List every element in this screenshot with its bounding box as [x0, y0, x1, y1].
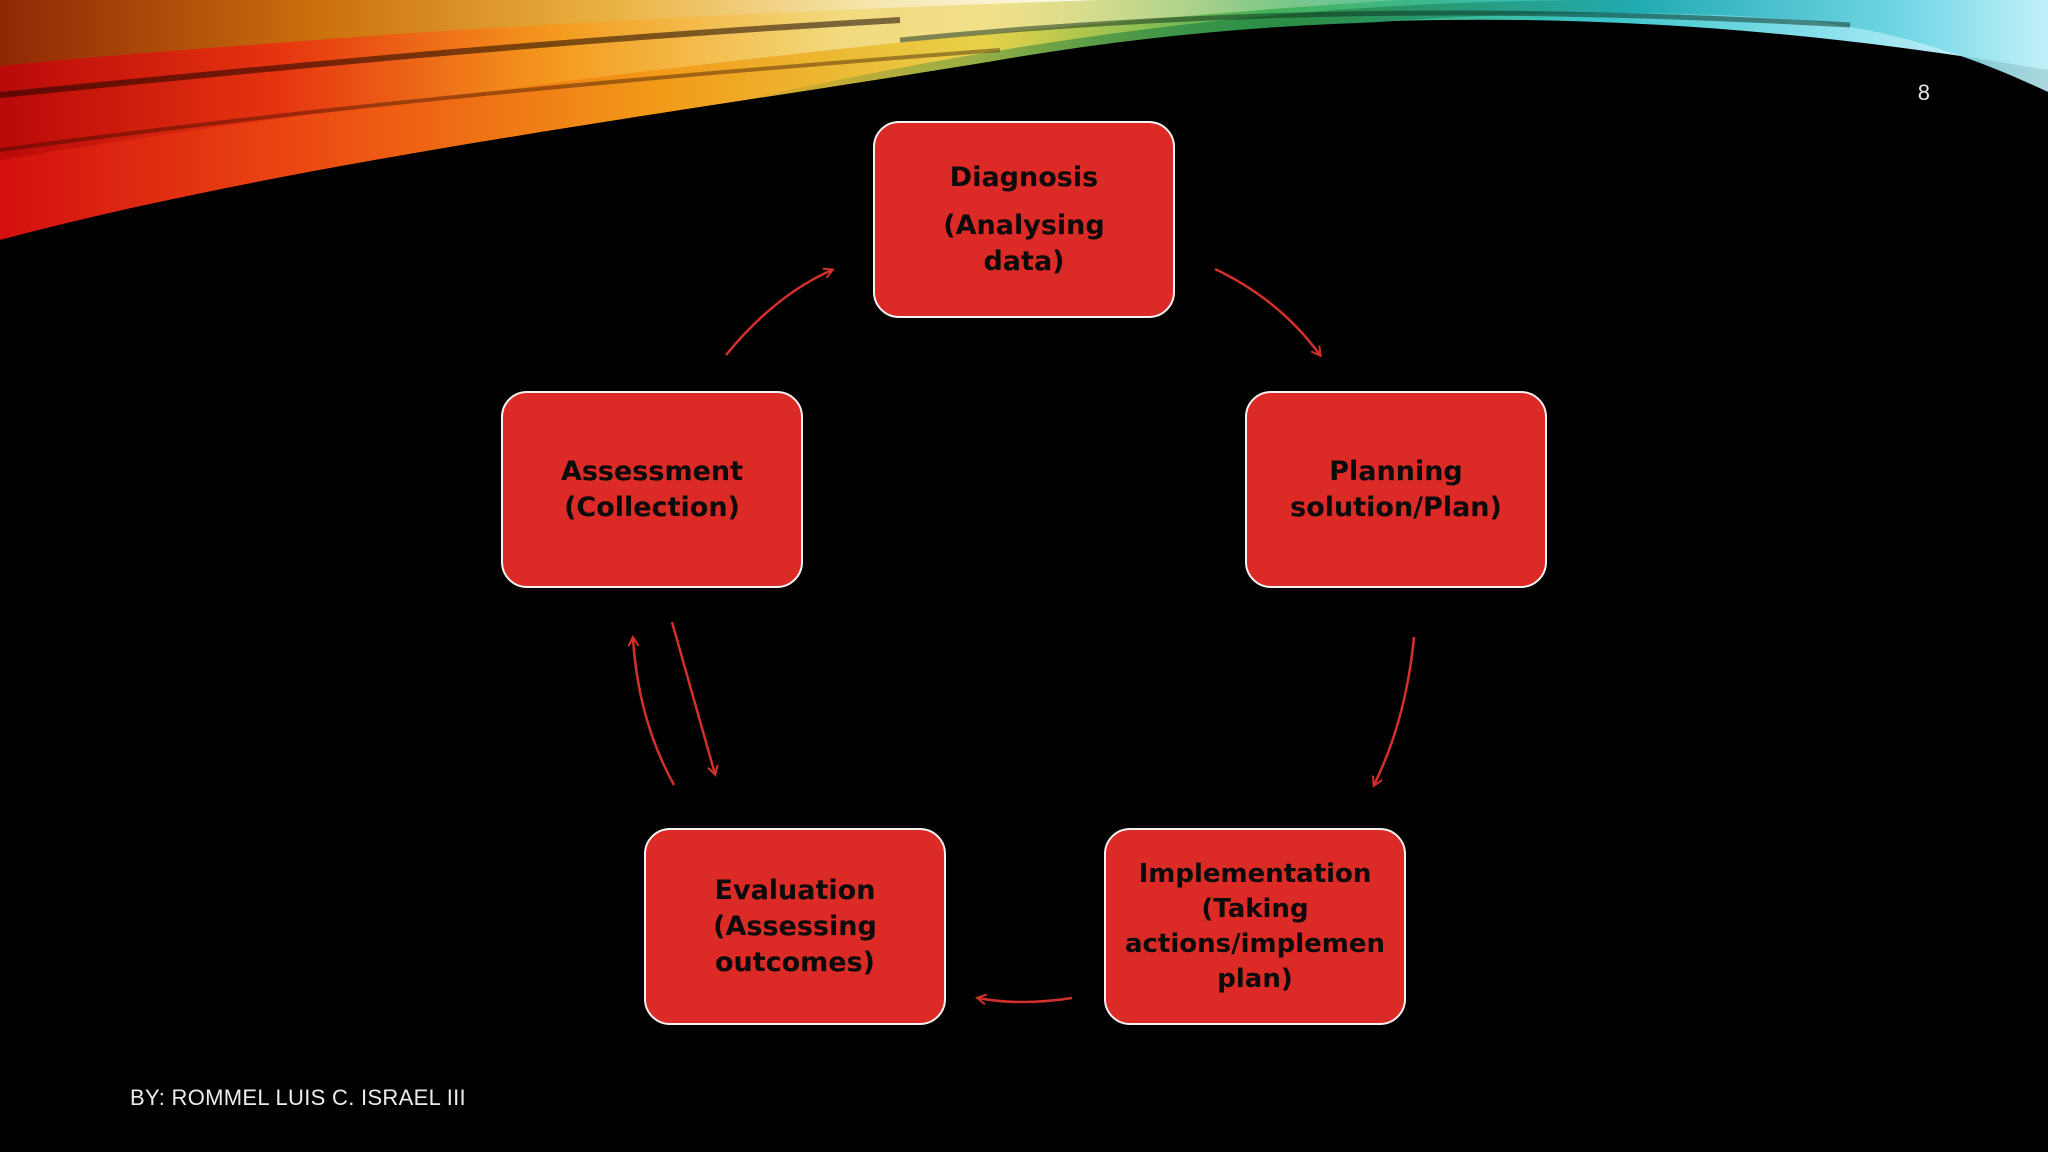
node-assessment: Assessment (Collection): [501, 391, 803, 588]
node-evaluation-label: Evaluation (Assessing outcomes): [713, 874, 877, 978]
node-implementation: Implementation (Taking actions/implemen …: [1104, 828, 1406, 1025]
arrow-evaluation-to-assessment: [633, 638, 676, 786]
page-number: 8: [1917, 80, 1930, 105]
node-planning: Planning solution/Plan): [1245, 391, 1547, 588]
author-credit: BY: ROMMEL LUIS C. ISRAEL III: [130, 1085, 466, 1110]
arrow-planning-to-implementation: [1374, 636, 1416, 785]
node-planning-label: Planning solution/Plan): [1290, 455, 1502, 523]
arrow-diagnosis-to-planning: [1214, 267, 1320, 355]
arrow-assessment-to-diagnosis: [725, 270, 832, 356]
arrow-assessment-to-evaluation: [670, 621, 715, 774]
arrow-implementation-to-evaluation: [978, 998, 1073, 1002]
node-assessment-label: Assessment (Collection): [560, 455, 744, 523]
node-diagnosis-subtitle: (Analysing data): [943, 209, 1105, 277]
node-implementation-label: Implementation (Taking actions/implemen …: [1124, 858, 1386, 994]
node-diagnosis: Diagnosis (Analysing data): [873, 121, 1175, 318]
node-diagnosis-title: Diagnosis: [949, 161, 1099, 193]
node-evaluation: Evaluation (Assessing outcomes): [644, 828, 946, 1025]
